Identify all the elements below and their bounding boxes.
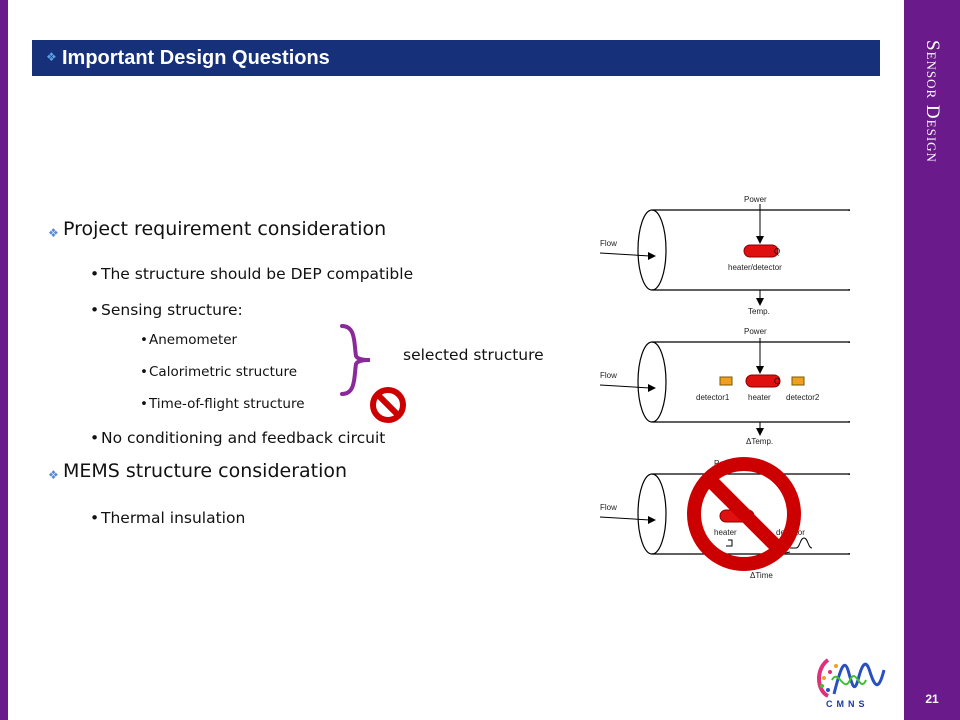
bullet-mems-structure: MEMS structure consideration: [63, 460, 348, 482]
d2-heater-label: heater: [748, 393, 771, 402]
diamond-bullet-icon: ❖: [48, 468, 59, 482]
large-prohibited-icon: [687, 457, 801, 571]
bullet-dot-icon: •: [140, 332, 148, 348]
anemometer-diagram: Power Flow Q heater/detector Temp.: [599, 195, 850, 316]
bullet-dot-icon: •: [90, 265, 100, 283]
right-accent-bar: [904, 0, 960, 720]
bullet-sensing-structure: Sensing structure:: [101, 301, 243, 319]
d1-q-label: Q: [774, 247, 780, 256]
structure-time-of-flight: Time-of-flight structure: [149, 396, 305, 412]
d2-q-label: Q: [774, 377, 780, 386]
prohibited-icon: [370, 387, 406, 423]
d2-flow-label: Flow: [600, 371, 617, 380]
d1-temp-label: Temp.: [748, 307, 770, 316]
cmns-logo: [817, 658, 886, 698]
selected-structure-label: selected structure: [403, 346, 544, 364]
bullet-dot-icon: •: [90, 429, 100, 447]
cmns-logo-text: CMNS: [826, 699, 869, 709]
d2-dtemp-label: ΔTemp.: [746, 437, 773, 446]
d3-flow-label: Flow: [600, 503, 617, 512]
curly-brace-icon: [340, 324, 371, 396]
d2-detector2-label: detector2: [786, 393, 820, 402]
page-number: 21: [925, 692, 939, 706]
bullet-thermal-insulation: Thermal insulation: [101, 509, 246, 527]
bullet-project-requirement: Project requirement consideration: [63, 218, 387, 240]
left-accent-bar: [0, 0, 8, 720]
d1-flow-label: Flow: [600, 239, 617, 248]
bullet-dep-compatible: The structure should be DEP compatible: [101, 265, 414, 283]
structure-calorimetric: Calorimetric structure: [149, 364, 298, 380]
side-title: Sensor Design: [904, 0, 960, 300]
side-title-text: Sensor Design: [922, 40, 943, 163]
d3-heater-label: heater: [714, 528, 737, 537]
d2-power-label: Power: [744, 327, 767, 336]
bullet-dot-icon: •: [140, 364, 148, 380]
calorimetric-diagram: Power Flow Q detector1 heater detector2 …: [599, 327, 850, 446]
section-header: ❖ Important Design Questions: [32, 40, 880, 76]
d1-device-label: heater/detector: [728, 263, 782, 272]
bullet-dot-icon: •: [140, 396, 148, 412]
d1-power-label: Power: [744, 195, 767, 204]
d3-dtime-label: ΔTime: [750, 571, 773, 580]
flow-sensor-diagrams: Power Flow Q heater/detector Temp. Power…: [599, 195, 850, 580]
bullet-dot-icon: •: [90, 301, 100, 319]
d2-detector1-label: detector1: [696, 393, 730, 402]
time-of-flight-diagram: Power Flow heater detector ΔTime: [599, 457, 850, 580]
diamond-bullet-icon: ❖: [48, 226, 59, 240]
section-title: Important Design Questions: [62, 47, 330, 69]
diamond-bullet-icon: ❖: [46, 50, 57, 64]
structure-anemometer: Anemometer: [149, 332, 238, 348]
bullet-no-conditioning: No conditioning and feedback circuit: [101, 429, 386, 447]
bullet-dot-icon: •: [90, 509, 100, 527]
